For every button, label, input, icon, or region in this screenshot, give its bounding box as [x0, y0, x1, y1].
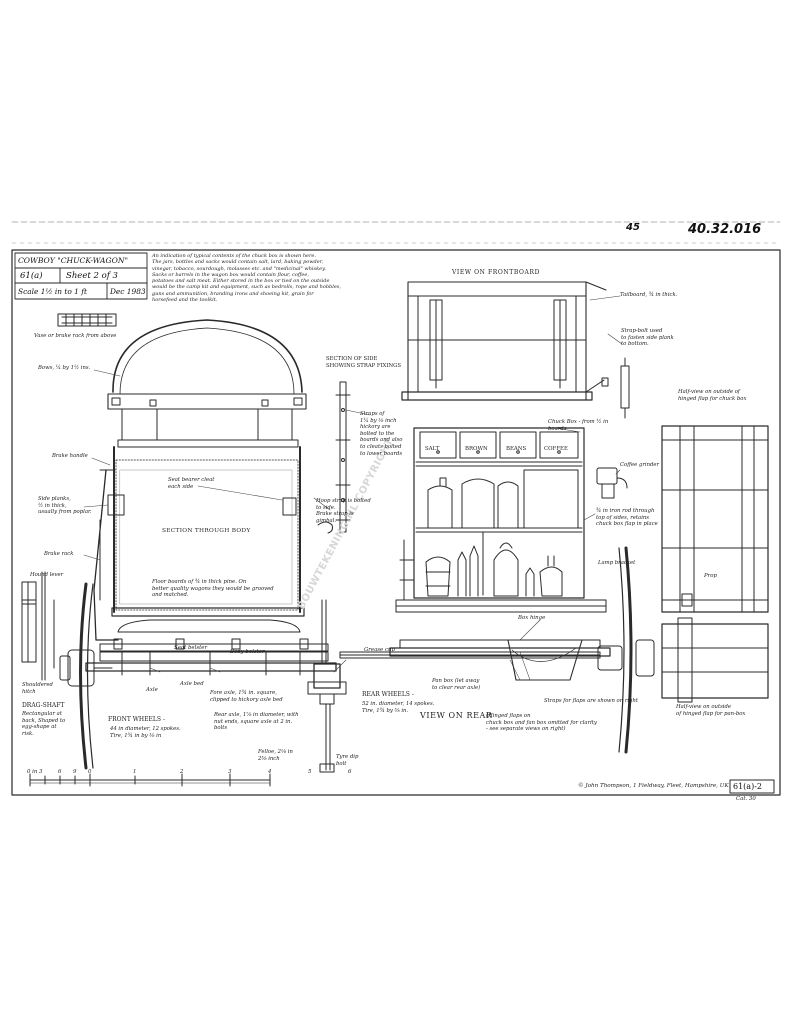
footer-code-box [729, 779, 775, 794]
section-body-label: SECTION THROUGH BODY [162, 528, 251, 534]
section-through-body [93, 319, 333, 641]
drawing-date: Dec 1983 [110, 287, 146, 296]
scale-tick-2: 9 [73, 769, 77, 775]
label-seat-bolster: Seat belster [174, 645, 208, 651]
scale-tick-1: 6 [58, 769, 62, 775]
side-section [335, 381, 351, 533]
label-body-bolster: Body bolster [230, 649, 265, 655]
label-coffee-grinder: Coffee grinder [620, 462, 660, 468]
label-pan-box: Pan box (let away to clear rear axle) [432, 678, 481, 691]
label-tyre-clip: Tyre dip bolt [336, 754, 359, 767]
half-view-chuck-label: Half-view on outside of hinged flap for … [678, 389, 747, 402]
front-wheel [59, 582, 113, 770]
label-shaft-hook: Shouldered hitch [22, 682, 53, 695]
coffee-grinder-art [596, 467, 628, 499]
drag-shaft [21, 571, 55, 681]
view-title-rear: VIEW ON REAR [420, 711, 493, 720]
view-title-frontboard: VIEW ON FRONTBOARD [452, 269, 540, 276]
label-felloe: Felloe, 2⅛ in 2⅜ inch [258, 749, 293, 762]
label-brake-rack: Brake rack [44, 551, 74, 557]
scale-tick-6: 3 [228, 769, 232, 775]
rear-view-note: (Hinged flaps on chuck box and fan box o… [486, 713, 597, 733]
scale-tick-0: 0 in 3 [27, 769, 43, 775]
half-view-chuck-flap [661, 425, 769, 613]
scale-tick-5: 2 [180, 769, 184, 775]
label-chuck-box: Chuck Box - from ½ in boards [548, 419, 609, 432]
drawing-code: 61(a) [20, 271, 43, 281]
scale-bar [29, 773, 271, 787]
label-side-planks: Side planks, ½ in thick, usually from po… [38, 496, 92, 516]
scale-tick-3: 0 [88, 769, 92, 775]
scale-tick-7: 4 [268, 769, 272, 775]
label-rear-wheels: REAR WHEELS - [362, 691, 414, 698]
label-axle-bed: Axle bed [180, 681, 204, 687]
label-rear-wheels-note: 52 in. diameter, 14 spokes. Tire, 1¾ by … [362, 701, 435, 714]
label-box-hinge: Box hinge [518, 615, 546, 621]
label-brake-handle: Brake handle [52, 453, 88, 459]
front-axle-assembly [85, 599, 347, 773]
scale-tick-4: 1 [133, 769, 137, 775]
drawer-label-coffee: COFFEE [544, 446, 568, 452]
frontboard-view [401, 281, 609, 401]
label-lamp: Lamp bracket [598, 560, 636, 566]
drawing-border [11, 249, 781, 796]
label-drag-note: Rectangular at back, Shaped to egg-shape… [22, 711, 66, 737]
rear-wheel [597, 546, 655, 754]
label-seat-bearer: Seat bearer cleat each side [168, 477, 215, 490]
drawing-scale: Scale 1½ in to 1 ft [18, 287, 87, 296]
label-front-wheels: FRONT WHEELS - [108, 716, 165, 723]
footer-code: 61(a)-2 [733, 782, 762, 791]
label-front-wheels-note: 44 in diameter, 12 spokes. Tire, 1¾ in b… [110, 726, 181, 739]
label-rack: Vase or brake rack from above [34, 333, 117, 339]
label-tailboard: Tailboard, ¾ in thick. [620, 292, 678, 298]
label-straps-for-flaps: Straps for flaps are shown on right [544, 698, 638, 704]
leader-lines [83, 295, 623, 673]
label-floor: Floor boards of ¾ in thick pine. On bett… [152, 579, 274, 599]
footer-small-code: Cat. 30 [736, 796, 756, 802]
rack-detail [57, 313, 117, 327]
label-axle: Axle [146, 687, 158, 693]
handwritten-code-left: 45 [626, 222, 640, 233]
label-fore-axle: Fore axle, 1¾ in. square, clipped to hic… [210, 690, 283, 703]
label-strap-bolt: Strap-bolt used to fasten side plank to … [621, 328, 674, 348]
drawing-title: COWBOY "CHUCK-WAGON" [18, 256, 128, 265]
scale-tick-8: 5 [308, 769, 312, 775]
scale-tick-9: 6 [348, 769, 352, 775]
drawer-label-salt: SALT [425, 446, 440, 452]
intro-note: An indication of typical contents of the… [152, 253, 341, 303]
rear-view [389, 427, 611, 681]
section-side-label: SECTION OF SIDE SHOWING STRAP FIXINGS [326, 356, 402, 369]
drawer-label-brown: BROWN [465, 446, 488, 452]
label-straps: Straps of 1¼ by ⅛ inch hickory are bolte… [360, 411, 403, 457]
label-grease-cup: Grease cup [364, 647, 395, 653]
label-bows: Bows, ¼ by 1½ ins. [38, 365, 91, 371]
rear-axle [339, 651, 601, 659]
label-hoop-strap: Hoop strap is bolted to side. Brake stra… [316, 498, 371, 524]
label-rear-axle: Rear axle, 1⅞ in diameter, with nut ends… [214, 712, 299, 732]
label-prop: Prop [704, 573, 717, 579]
title-block [14, 252, 148, 300]
drawer-label-beans: BEANS [506, 446, 527, 452]
half-view-pan-label: Half-view on outside of hinged flap for … [676, 704, 746, 717]
label-iron-bar: ¾ in iron rod through top of sides, reta… [596, 508, 658, 528]
label-hound-lever: Hound lever [30, 572, 64, 578]
strap-bolt-detail [620, 357, 630, 419]
sheet-number: Sheet 2 of 3 [66, 271, 118, 281]
half-view-pan-flap [661, 617, 769, 703]
credit-line: © John Thompson, 1 Fieldway, Fleet, Hamp… [578, 783, 729, 789]
label-drag-shaft: DRAG-SHAFT [22, 702, 65, 709]
handwritten-code-right: 40.32.016 [688, 222, 762, 237]
